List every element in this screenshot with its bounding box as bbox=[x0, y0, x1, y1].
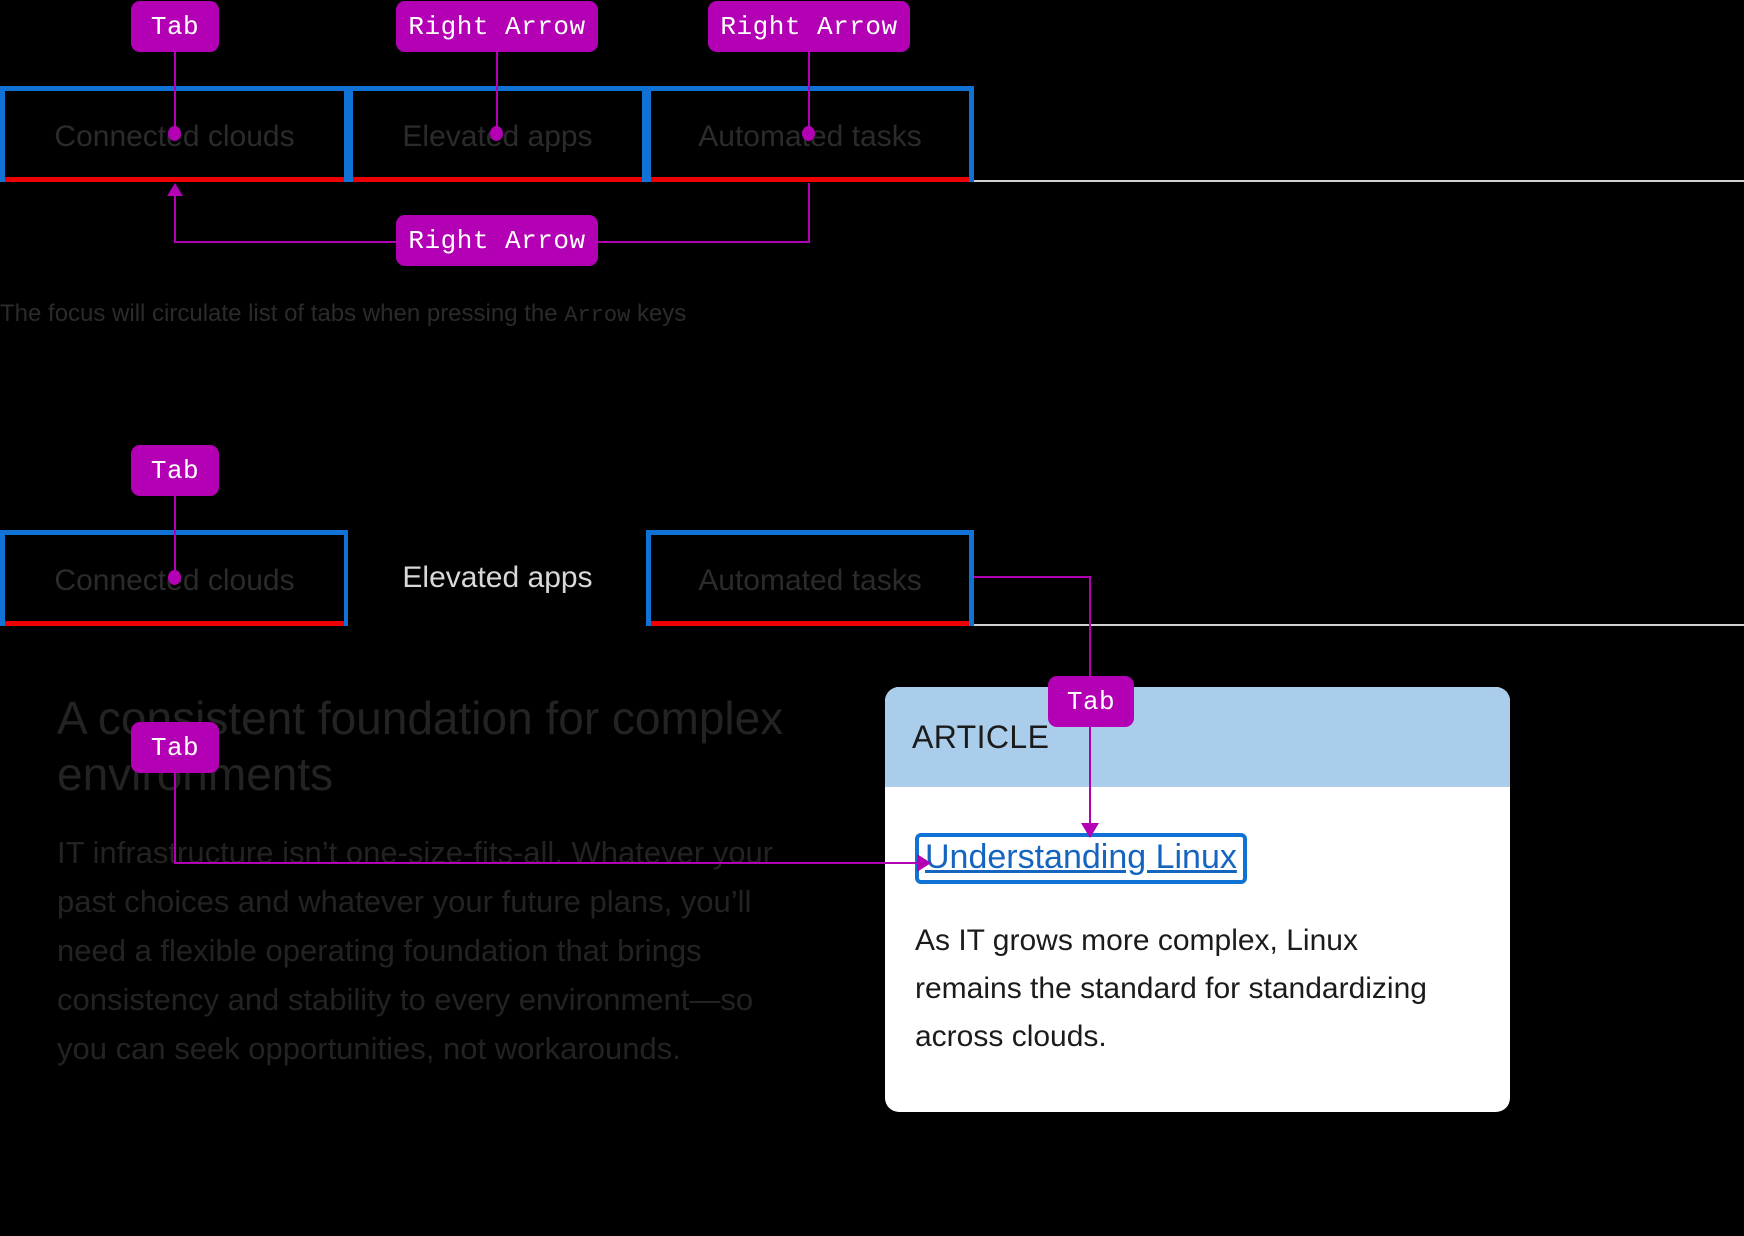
kbd-chip-label: Tab bbox=[1066, 686, 1116, 717]
connector-body-arrowhead-icon bbox=[917, 854, 931, 872]
tabstrip-section-two: Connected clouds Elevated apps Automated… bbox=[0, 530, 1744, 626]
connector-dot-right-arrow-1 bbox=[490, 126, 503, 141]
wrap-arrowhead-icon bbox=[167, 183, 183, 196]
connector-tab3-to-card-riser bbox=[1089, 576, 1091, 677]
section-one-caption: The focus will circulate list of tabs wh… bbox=[0, 300, 686, 328]
connector-dot-right-arrow-2 bbox=[802, 126, 815, 141]
tab-active-underline bbox=[5, 621, 344, 626]
kbd-chip-label: Right Arrow bbox=[408, 225, 586, 256]
tab-active-underline bbox=[651, 621, 969, 626]
tab-label: Automated tasks bbox=[698, 563, 922, 597]
connector-right-arrow-2 bbox=[808, 52, 810, 134]
connector-card-chip-drop bbox=[1089, 727, 1091, 825]
article-card-eyebrow: ARTICLE bbox=[912, 718, 1050, 755]
connector-tab-body-to-card bbox=[174, 862, 917, 864]
connector-tab-body-drop bbox=[174, 773, 176, 864]
tab-elevated-apps-2[interactable]: Elevated apps bbox=[348, 530, 647, 626]
connector-dot-tab-1 bbox=[168, 126, 181, 141]
tabstrip-section-one: Connected clouds Elevated apps Automated… bbox=[0, 86, 1744, 182]
kbd-chip-label: Tab bbox=[150, 11, 200, 42]
article-card-header: ARTICLE bbox=[885, 687, 1510, 787]
kbd-chip-right-arrow-2: Right Arrow bbox=[708, 1, 910, 52]
article-card-link[interactable]: Understanding Linux bbox=[915, 833, 1247, 884]
wrap-connector-horizontal-right bbox=[596, 241, 810, 243]
kbd-chip-tab-body: Tab bbox=[131, 722, 219, 773]
connector-card-arrowhead-icon bbox=[1081, 823, 1099, 838]
caption-text-before: The focus will circulate list of tabs wh… bbox=[0, 300, 565, 327]
article-card-body: Understanding Linux As IT grows more com… bbox=[885, 787, 1510, 1101]
connector-dot-tab-2 bbox=[168, 570, 181, 585]
kbd-chip-right-arrow-wrap: Right Arrow bbox=[396, 215, 598, 266]
article-card: ARTICLE Understanding Linux As IT grows … bbox=[885, 687, 1510, 1112]
kbd-chip-tab-card: Tab bbox=[1048, 676, 1134, 727]
kbd-chip-right-arrow-1: Right Arrow bbox=[396, 1, 598, 52]
kbd-chip-tab-1: Tab bbox=[131, 1, 219, 52]
tab-label: Elevated apps bbox=[402, 561, 593, 594]
connector-tab-2 bbox=[174, 496, 176, 578]
kbd-chip-label: Right Arrow bbox=[720, 11, 898, 42]
panel-paragraph: IT infrastructure isn’t one-size-fits-al… bbox=[57, 835, 774, 1066]
tab-automated-tasks-2[interactable]: Automated tasks bbox=[646, 530, 974, 626]
wrap-connector-horizontal-left bbox=[174, 241, 398, 243]
connector-tab-1 bbox=[174, 52, 176, 134]
connector-tab3-to-card-horizontal bbox=[974, 576, 1090, 578]
tab-active-underline bbox=[651, 177, 969, 182]
tab-active-underline bbox=[5, 177, 344, 182]
wrap-connector-right-riser bbox=[808, 183, 810, 241]
kbd-chip-tab-2: Tab bbox=[131, 445, 219, 496]
tab-active-underline bbox=[353, 177, 642, 182]
caption-key-name: Arrow bbox=[564, 303, 631, 328]
kbd-chip-label: Tab bbox=[150, 732, 200, 763]
wrap-connector-left-riser bbox=[174, 196, 176, 243]
caption-text-after: keys bbox=[630, 300, 687, 327]
kbd-chip-label: Right Arrow bbox=[408, 11, 586, 42]
connector-right-arrow-1 bbox=[496, 52, 498, 134]
kbd-chip-label: Tab bbox=[150, 455, 200, 486]
article-card-text: As IT grows more complex, Linux remains … bbox=[915, 923, 1427, 1053]
